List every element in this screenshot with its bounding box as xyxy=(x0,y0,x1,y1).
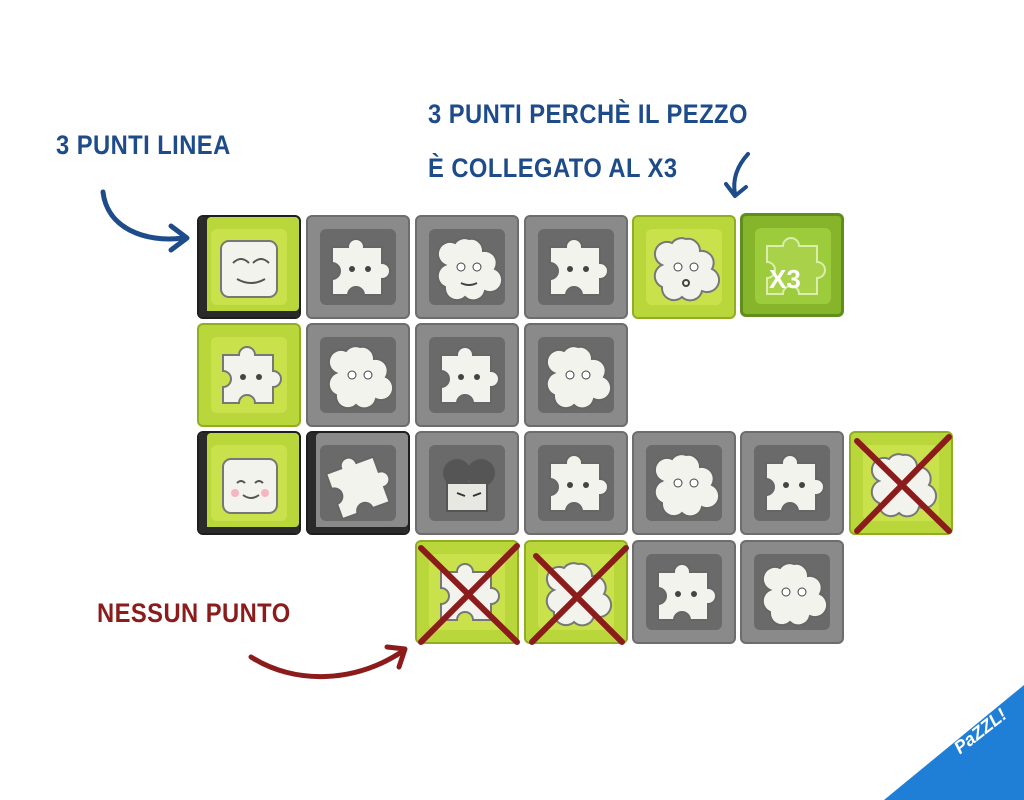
board-tile xyxy=(306,323,410,427)
angry-puzzle-face-icon xyxy=(443,459,495,512)
arrow-to-x3-icon xyxy=(724,152,750,198)
puzzle-face-icon xyxy=(331,238,391,296)
crossed-out-tile xyxy=(415,540,520,645)
puzzle-face-icon xyxy=(436,237,504,302)
scored-line-tile xyxy=(197,215,301,319)
board-tile xyxy=(415,323,519,427)
crossed-out-tile xyxy=(849,431,953,535)
board-tile xyxy=(632,431,736,535)
puzzle-face-icon xyxy=(440,346,500,404)
scored-line-tile xyxy=(197,323,301,427)
puzzle-face-icon xyxy=(549,454,609,512)
puzzle-face-icon xyxy=(653,453,721,518)
crossed-out-tile xyxy=(524,540,629,645)
board-tile xyxy=(415,215,519,319)
x3-bonus-tile: X3 xyxy=(740,213,844,317)
puzzle-face-icon xyxy=(222,346,282,404)
puzzle-face-icon xyxy=(761,562,829,627)
crossed-puzzle-icon xyxy=(529,545,629,645)
puzzle-face-icon xyxy=(657,563,717,621)
connected-scored-tile xyxy=(632,215,736,319)
puzzle-face-icon xyxy=(220,240,278,298)
puzzle-face-icon xyxy=(545,345,613,410)
line-points-label: 3 PUNTI LINEA xyxy=(56,130,231,160)
arrow-to-crossed-tiles-icon xyxy=(248,644,408,679)
x3-puzzle-icon xyxy=(766,237,826,295)
puzzle-face-icon xyxy=(549,238,609,296)
puzzle-face-icon xyxy=(765,454,825,512)
scored-line-tile xyxy=(197,431,301,535)
crossed-puzzle-icon xyxy=(418,543,520,645)
board-tile xyxy=(524,215,628,319)
brand-logo xyxy=(884,685,1024,800)
board-tile xyxy=(306,431,410,535)
board-tile xyxy=(740,540,844,644)
board-tile xyxy=(740,431,844,535)
board-tile xyxy=(415,431,519,535)
x3-bonus-text: X3 xyxy=(769,264,801,294)
board-tile xyxy=(632,540,736,644)
arrow-to-first-tile-icon xyxy=(100,189,190,253)
puzzle-face-icon xyxy=(222,458,278,514)
x3-explanation-line2: È COLLEGATO AL X3 xyxy=(428,153,678,183)
x3-explanation-line1: 3 PUNTI PERCHÈ IL PEZZO xyxy=(428,99,748,129)
puzzle-face-icon xyxy=(653,237,721,302)
no-points-label: NESSUN PUNTO xyxy=(97,598,291,628)
board-tile xyxy=(524,431,628,535)
crossed-puzzle-icon xyxy=(854,434,952,534)
puzzle-face-icon xyxy=(327,345,395,410)
puzzle-face-icon xyxy=(324,455,391,521)
board-tile xyxy=(306,215,410,319)
board-tile xyxy=(524,323,628,427)
